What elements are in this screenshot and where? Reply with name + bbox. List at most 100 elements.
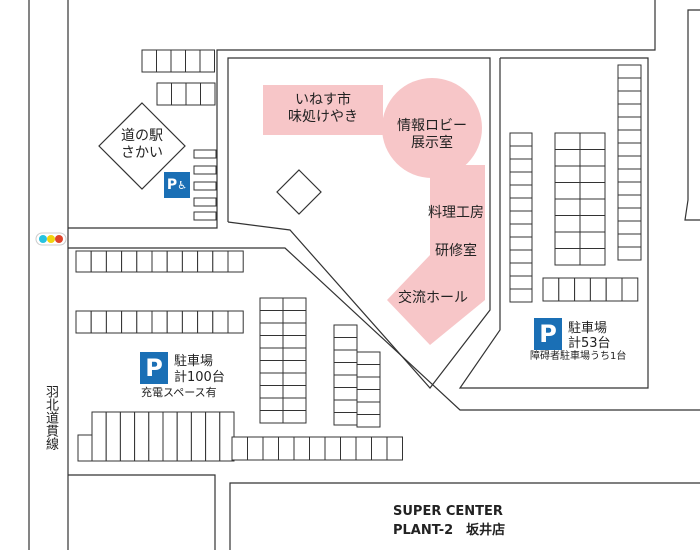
parking-stall xyxy=(259,322,284,336)
parking-stall xyxy=(554,248,581,266)
parking-stall xyxy=(162,411,178,462)
lobby-building xyxy=(382,78,482,178)
inesu-building xyxy=(263,85,383,135)
parking-right-count: 計53台 xyxy=(568,336,611,351)
parking-stall xyxy=(554,198,581,216)
parking-stall xyxy=(259,360,284,374)
parking-stall xyxy=(136,310,153,334)
parking-stall xyxy=(227,250,244,273)
parking-left-icon: P xyxy=(140,352,168,384)
parking-stall xyxy=(141,49,157,73)
parking-stall xyxy=(91,411,107,462)
parking-stall xyxy=(617,64,642,79)
parking-stall xyxy=(262,436,279,461)
parking-stall xyxy=(554,149,581,167)
parking-stall xyxy=(509,275,533,290)
parking-stall xyxy=(509,197,533,212)
parking-stall xyxy=(105,250,123,273)
parking-stall xyxy=(554,132,581,150)
parking-stall xyxy=(185,82,201,106)
parking-stall xyxy=(176,411,192,462)
parking-stall xyxy=(554,165,581,183)
parking-stall xyxy=(333,362,358,376)
parking-stall xyxy=(356,351,381,365)
parking-stall xyxy=(121,250,138,273)
wing-building xyxy=(387,165,485,345)
parking-stall xyxy=(166,250,183,273)
parking-stall xyxy=(119,411,136,462)
michi-no-eki-marker xyxy=(98,102,186,190)
parking-left-note: 充電スペース有 xyxy=(141,386,217,399)
parking-stall xyxy=(333,387,358,401)
michi-no-eki-label: 道の駅さかい xyxy=(121,128,163,161)
training-label: 研修室 xyxy=(435,243,477,259)
monument-marker xyxy=(276,169,322,215)
parking-stall xyxy=(617,194,642,209)
parking-stall xyxy=(309,436,326,461)
road-label: 羽北道貫線 xyxy=(43,385,58,450)
parking-right-icon: P xyxy=(534,318,562,350)
parking-stall xyxy=(282,410,307,424)
inesu-label: いねす市味処けやき xyxy=(288,92,358,125)
parking-stall xyxy=(386,436,403,461)
parking-stall xyxy=(617,90,642,105)
parking-stall xyxy=(105,310,123,334)
parking-stall xyxy=(333,374,358,388)
parking-stall xyxy=(197,310,214,334)
parking-stall xyxy=(617,168,642,183)
parking-stall xyxy=(212,250,229,273)
parking-stall xyxy=(509,262,533,277)
parking-stall xyxy=(355,436,372,461)
parking-stall xyxy=(333,349,358,363)
parking-stall xyxy=(105,411,121,462)
parking-stall xyxy=(605,277,623,302)
parking-stall xyxy=(259,310,284,324)
parking-stall xyxy=(333,399,358,413)
parking-right-note: 障碍者駐車場うち1台 xyxy=(530,351,627,362)
parking-stall xyxy=(227,310,244,334)
parking-stall xyxy=(197,250,214,273)
parking-stall xyxy=(333,412,358,426)
hall-label: 交流ホール xyxy=(398,290,468,306)
parking-stall xyxy=(617,181,642,196)
signal-blue-icon xyxy=(39,235,47,243)
parking-stall xyxy=(617,155,642,170)
parking-stall xyxy=(259,385,284,399)
parking-stall xyxy=(579,132,606,150)
parking-stall xyxy=(617,103,642,118)
parking-stall xyxy=(509,158,533,173)
parking-stall xyxy=(148,411,164,462)
parking-stall xyxy=(356,376,381,390)
parking-stall xyxy=(579,215,606,233)
parking-stall xyxy=(77,434,93,462)
parking-stall xyxy=(282,310,307,324)
parking-stall xyxy=(579,182,606,200)
parking-stall xyxy=(617,220,642,235)
parking-stall xyxy=(259,410,284,424)
parking-stall xyxy=(185,49,201,73)
signal-yellow-icon xyxy=(47,235,55,243)
parking-stall xyxy=(151,310,168,334)
parking-stall xyxy=(205,411,221,462)
parking-stall xyxy=(371,436,388,461)
parking-stall xyxy=(136,250,153,273)
parking-stall xyxy=(90,310,107,334)
parking-stall xyxy=(509,210,533,225)
parking-stall xyxy=(617,207,642,222)
parking-stall xyxy=(558,277,576,302)
parking-stall xyxy=(356,401,381,415)
parking-stall xyxy=(75,310,92,334)
parking-stall xyxy=(617,142,642,157)
parking-stall xyxy=(259,347,284,361)
parking-stall xyxy=(181,310,199,334)
parking-stall xyxy=(509,249,533,264)
parking-stall xyxy=(579,198,606,216)
parking-stall xyxy=(621,277,639,302)
parking-stall xyxy=(554,182,581,200)
parking-stall xyxy=(121,310,138,334)
parking-stall xyxy=(509,236,533,251)
parking-stall xyxy=(156,49,172,73)
parking-stall xyxy=(356,389,381,403)
